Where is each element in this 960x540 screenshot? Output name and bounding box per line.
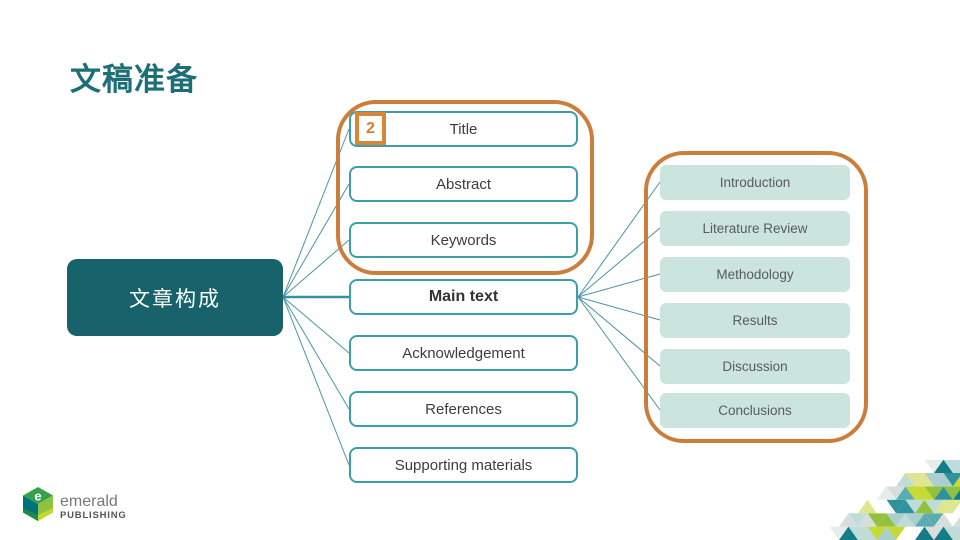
svg-text:e: e — [34, 489, 41, 504]
node-discussion: Discussion — [660, 349, 850, 384]
node-article-composition: 文章构成 — [67, 259, 283, 336]
node-keywords: Keywords — [349, 222, 578, 258]
node-main-text: Main text — [349, 279, 578, 315]
step-number-badge: 2 — [355, 112, 386, 145]
group-main-sections-ring — [644, 151, 868, 443]
logo-sub-text: PUBLISHING — [60, 510, 127, 521]
node-introduction: Introduction — [660, 165, 850, 200]
triangle-mosaic-decoration — [820, 460, 960, 540]
node-abstract: Abstract — [349, 166, 578, 202]
node-title: Title — [349, 111, 578, 147]
logo-brand-text: emerald — [60, 493, 118, 510]
page-title: 文稿准备 — [70, 62, 198, 97]
group-front-matter-ring — [336, 100, 594, 275]
logo-cube-icon: e — [23, 487, 53, 521]
node-supporting-materials: Supporting materials — [349, 447, 578, 483]
node-literature-review: Literature Review — [660, 211, 850, 246]
node-acknowledgement: Acknowledgement — [349, 335, 578, 371]
node-article-composition-label: 文章构成 — [129, 287, 221, 311]
node-methodology: Methodology — [660, 257, 850, 292]
node-results: Results — [660, 303, 850, 338]
node-references: References — [349, 391, 578, 427]
node-conclusions: Conclusions — [660, 393, 850, 428]
emerald-publishing-logo: e emerald PUBLISHING — [23, 487, 127, 521]
